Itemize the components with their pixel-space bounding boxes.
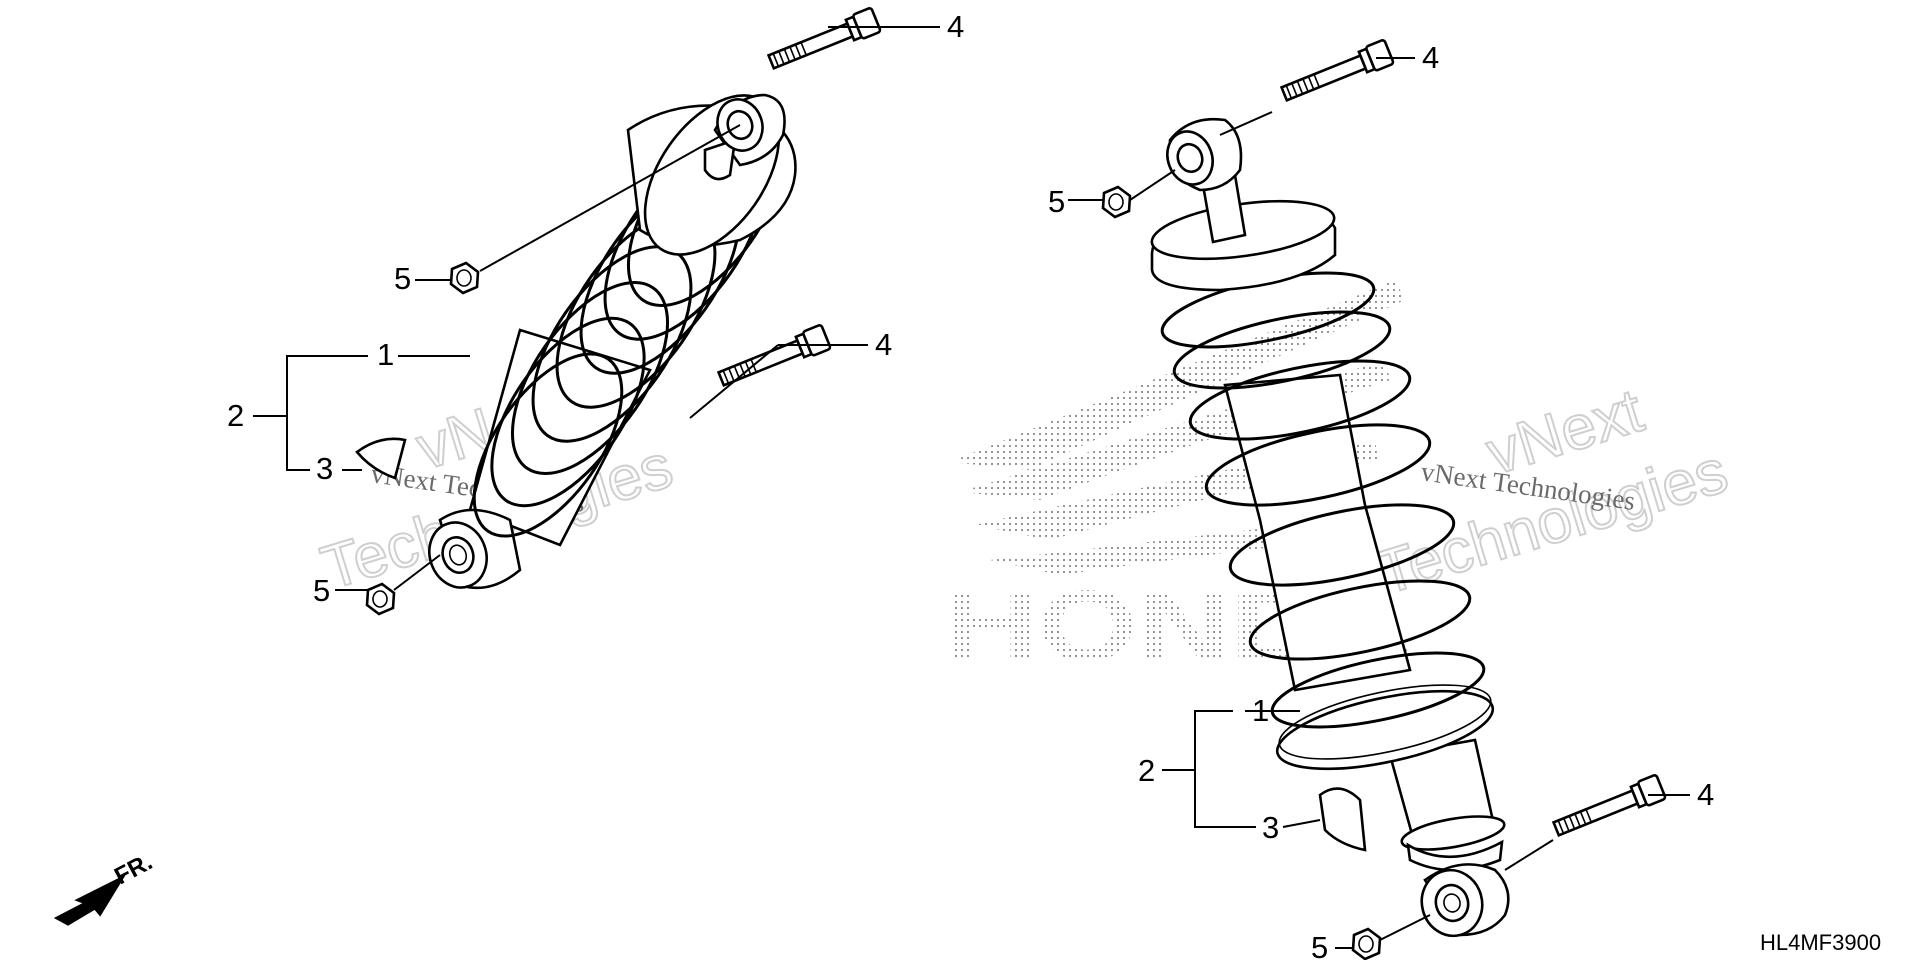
- right-upper-nut: [1101, 185, 1132, 219]
- right-upper-spring-seat: [1150, 199, 1337, 292]
- right-callout-label: 3: [1262, 810, 1279, 845]
- left-callout-assembly: 2: [227, 398, 244, 433]
- right-callout-bolt-upper: 4: [1422, 40, 1439, 75]
- left-callout-label: 3: [316, 451, 333, 486]
- left-damper-body: [468, 328, 652, 547]
- right-caution-label: [1318, 787, 1367, 852]
- right-lower-bolt: [1551, 774, 1667, 838]
- left-callout-nut-lower: 5: [313, 573, 330, 608]
- left-callout-spring: 1: [377, 337, 394, 372]
- right-callout-bolt-lower: 4: [1697, 777, 1714, 812]
- left-upper-bolt: [766, 7, 882, 71]
- vnext-watermark-right: vNext Technologies vNext Technologies: [1368, 375, 1736, 609]
- right-lower-mount-eye: [1420, 863, 1510, 938]
- front-arrow-icon: [53, 874, 127, 926]
- right-damper-body: [1223, 373, 1412, 692]
- right-callout-nut-upper: 5: [1048, 184, 1065, 219]
- left-lower-bolt: [716, 324, 832, 388]
- right-callout-assembly: 2: [1138, 753, 1155, 788]
- right-lower-spring-seat: [1275, 689, 1495, 771]
- left-callout-nut-upper: 5: [394, 261, 411, 296]
- left-lower-mount-eye: [428, 508, 522, 590]
- right-callout-spring: 1: [1252, 693, 1269, 728]
- left-upper-nut: [449, 261, 480, 295]
- left-callout-bolt-upper: 4: [947, 9, 964, 44]
- right-shock-absorber: 4 5 1 2 3 4 5: [1048, 39, 1714, 960]
- right-upper-bolt: [1279, 39, 1395, 103]
- left-lower-nut: [365, 582, 396, 616]
- right-callout-nut-lower: 5: [1311, 930, 1328, 960]
- left-shock-absorber: 4 5 1 2 3 4 5: [227, 7, 964, 616]
- right-coil-spring: [1160, 271, 1486, 729]
- right-lower-nut: [1351, 927, 1382, 960]
- left-callout-bolt-lower: 4: [875, 327, 892, 362]
- front-direction-arrow: FR.: [53, 848, 157, 926]
- diagram-code: HL4MF3900: [1760, 930, 1881, 955]
- right-upper-mount-eye: [1166, 117, 1243, 192]
- left-caution-label: [355, 437, 407, 480]
